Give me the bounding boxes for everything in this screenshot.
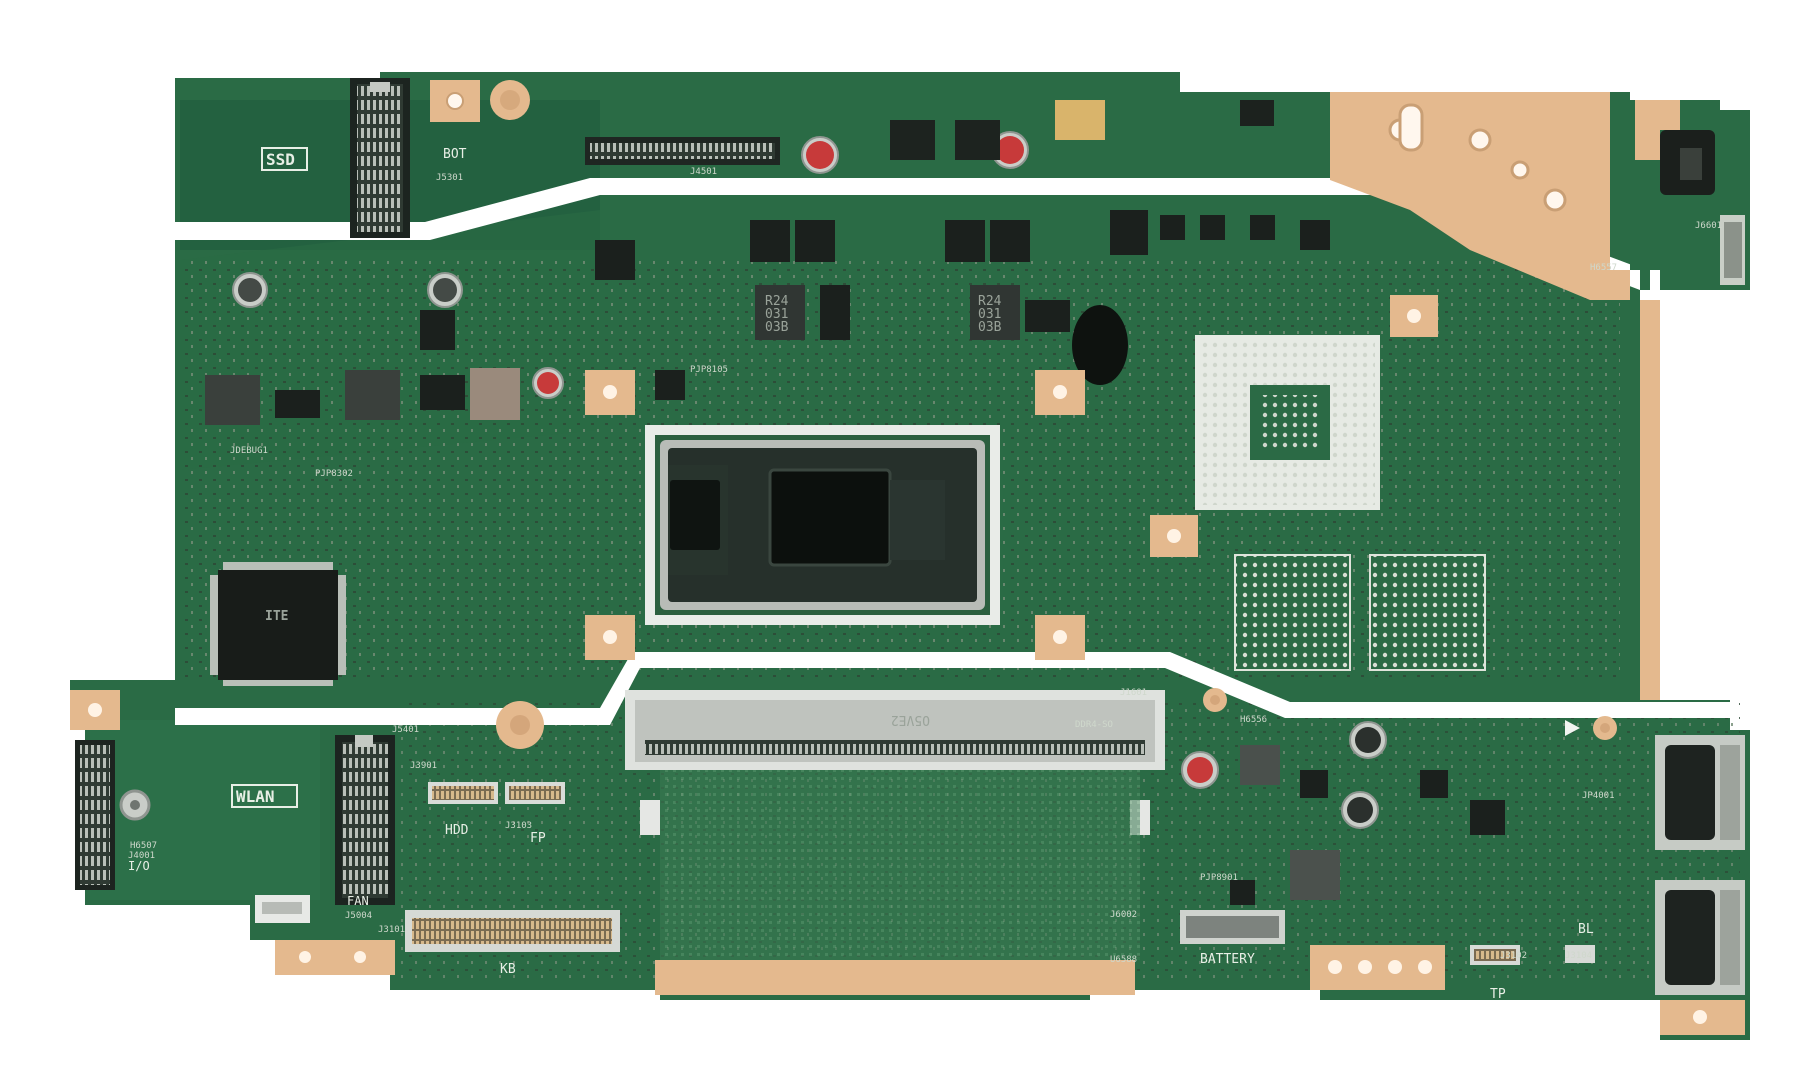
ite-ec-chip: ITE (210, 562, 346, 686)
tp-label: TP (1490, 987, 1506, 1002)
kb-label: KB (500, 962, 516, 977)
ref-j3901: J3901 (410, 761, 437, 771)
ref-j4001: J4001 (128, 851, 155, 861)
fp-label: FP (530, 831, 546, 846)
ref-j5004: J5004 (345, 911, 372, 921)
ram-slot: O5VE2 (625, 690, 1165, 995)
ref-pjp8105: PJP8105 (690, 365, 728, 375)
ite-logo: ITE (265, 609, 288, 624)
fan-label: FAN (347, 894, 369, 908)
hdd-label: HDD (445, 823, 469, 838)
cpu-package (645, 425, 1000, 625)
ref-ddr4: DDR4-SO (1075, 720, 1113, 730)
svg-text:R24: R24 (765, 294, 789, 309)
io-label: I/O (128, 859, 150, 873)
gap-strip-bottom (175, 652, 1735, 725)
ref-j4501: J4501 (690, 167, 717, 177)
ref-jp4001: JP4001 (1582, 791, 1615, 801)
ssd-label: SSD (266, 150, 295, 169)
bot-label: BOT (443, 147, 467, 162)
ref-jdebug: JDEBUG1 (230, 446, 268, 456)
wlan-label: WLAN (236, 787, 275, 806)
svg-text:R24: R24 (978, 294, 1002, 309)
ref-j1601: J1601 (1120, 688, 1147, 698)
svg-text:031: 031 (978, 307, 1001, 322)
ref-h6556: H6556 (1240, 715, 1267, 725)
ref-h6557: H6557 (1590, 263, 1617, 273)
ref-h6507: H6507 (130, 841, 157, 851)
ref-u6588: U6588 (1110, 955, 1137, 965)
svg-text:03B: 03B (978, 320, 1002, 335)
ref-j6601: J6601 (1695, 221, 1722, 231)
svg-text:031: 031 (765, 307, 788, 322)
svg-text:03B: 03B (765, 320, 789, 335)
gap-strip-top (175, 178, 1640, 290)
ref-pjp8302: PJP8302 (315, 469, 353, 479)
ref-j5301: J5301 (436, 173, 463, 183)
ref-j3102: J3102 (1500, 951, 1527, 961)
ref-j3104: J3104 (1565, 951, 1592, 961)
ref-j3103: J3103 (505, 821, 532, 831)
ref-pjp8901: PJP8901 (1200, 873, 1238, 883)
bl-label: BL (1578, 922, 1594, 937)
mounting-holes (496, 295, 1617, 749)
ref-j6002: J6002 (1110, 910, 1137, 920)
ram-slot-mark: O5VE2 (891, 712, 930, 727)
ref-j3101: J3101 (378, 925, 405, 935)
battery-label: BATTERY (1200, 952, 1255, 967)
ref-j5401: J5401 (392, 725, 419, 735)
